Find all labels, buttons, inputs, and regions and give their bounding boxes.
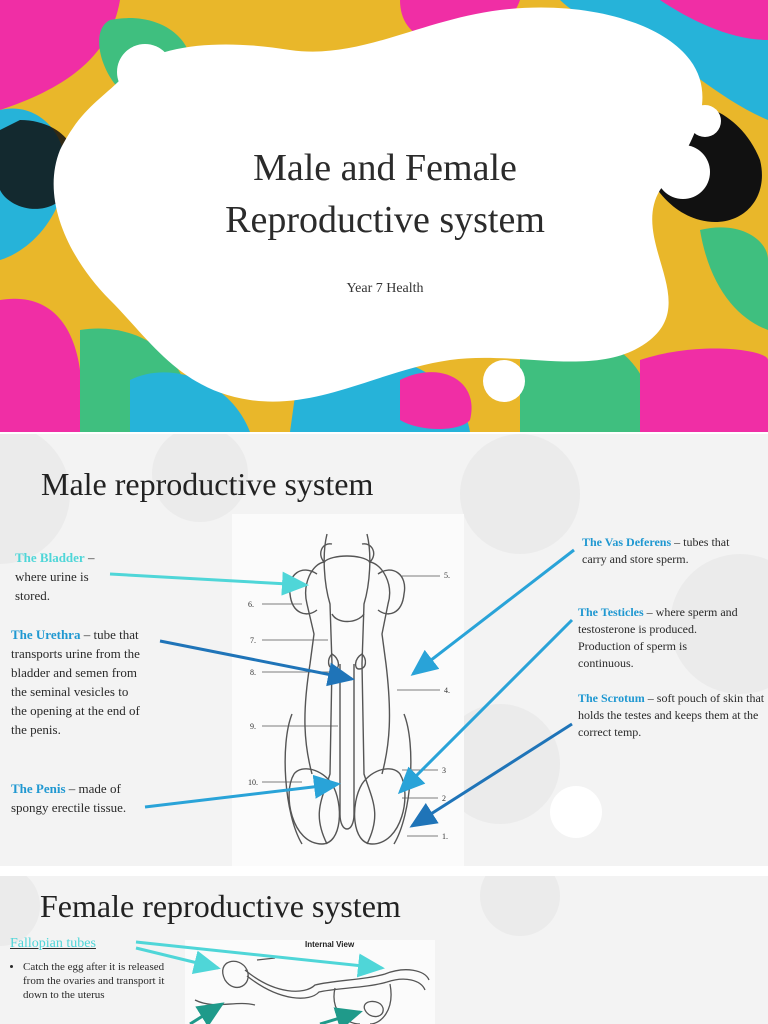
slide-divider bbox=[0, 866, 768, 876]
slide-divider bbox=[0, 432, 768, 434]
urethra-label: The Urethra bbox=[11, 627, 81, 642]
fallopian-bullet: Catch the egg after it is released from … bbox=[23, 960, 169, 1002]
testicles-text: – where sperm and testosterone is produc… bbox=[578, 605, 738, 670]
slide-heading: Female reproductive system bbox=[40, 888, 401, 924]
male-anatomy-drawing: 5. 6. 7. 8. 4. 9. 10. 3 2 1. bbox=[248, 533, 450, 845]
diagram-number: 3 bbox=[442, 766, 446, 775]
male-system-slide: Male reproductive system bbox=[0, 434, 768, 866]
diagram-number: 9. bbox=[250, 722, 256, 731]
female-anatomy-drawing bbox=[194, 957, 430, 1024]
abstract-background bbox=[0, 0, 768, 432]
diagram-number: 8. bbox=[250, 668, 256, 677]
penis-text: – made of spongy erectile tissue. bbox=[11, 781, 127, 815]
diagram-number: 6. bbox=[248, 600, 254, 609]
background-decor bbox=[0, 876, 560, 946]
testicles-label: The Testicles bbox=[578, 605, 644, 619]
urethra-description: The Urethra – tube that transports urine… bbox=[11, 625, 143, 739]
fallopian-bullets: Catch the egg after it is released from … bbox=[9, 960, 169, 1002]
scrotum-text: – soft pouch of skin that holds the test… bbox=[578, 691, 765, 739]
diagram-number: 7. bbox=[250, 636, 256, 645]
male-anatomy-diagram: 5. 6. 7. 8. 4. 9. 10. 3 2 1. bbox=[232, 514, 464, 866]
diagram-number: 1. bbox=[442, 832, 448, 841]
penis-label: The Penis bbox=[11, 781, 66, 796]
title-line-2: Reproductive system bbox=[225, 199, 545, 241]
testicles-description: The Testicles – where sperm and testoste… bbox=[578, 604, 742, 672]
bladder-label: The Bladder bbox=[15, 550, 85, 565]
bladder-text: – where urine is stored. bbox=[15, 550, 95, 603]
scrotum-description: The Scrotum – soft pouch of skin that ho… bbox=[578, 690, 768, 741]
diagram-number: 2 bbox=[442, 794, 446, 803]
diagram-number: 10. bbox=[248, 778, 258, 787]
penis-description: The Penis – made of spongy erectile tiss… bbox=[11, 779, 133, 817]
bladder-description: The Bladder – where urine is stored. bbox=[15, 548, 115, 605]
fallopian-tubes-label: Fallopian tubes bbox=[10, 936, 96, 951]
female-system-slide: Female reproductive system Fallopian tub… bbox=[0, 876, 768, 1024]
urethra-text: – tube that transports urine from the bl… bbox=[11, 627, 140, 737]
diagram-number: 5. bbox=[444, 571, 450, 580]
presentation-subtitle: Year 7 Health bbox=[346, 281, 424, 296]
scrotum-label: The Scrotum bbox=[578, 691, 645, 705]
slide-heading: Male reproductive system bbox=[41, 466, 374, 502]
title-slide: Male and Female Reproductive system Year… bbox=[0, 0, 768, 432]
vas-deferens-text: – tubes that carry and store sperm. bbox=[582, 535, 730, 566]
vas-deferens-label: The Vas Deferens bbox=[582, 535, 672, 549]
diagram-number: 4. bbox=[444, 686, 450, 695]
presentation-title: Male and Female Reproductive system bbox=[160, 142, 610, 246]
female-anatomy-diagram: Internal View bbox=[185, 940, 435, 1024]
title-line-1: Male and Female bbox=[253, 147, 517, 189]
vas-deferens-description: The Vas Deferens – tubes that carry and … bbox=[582, 534, 742, 568]
